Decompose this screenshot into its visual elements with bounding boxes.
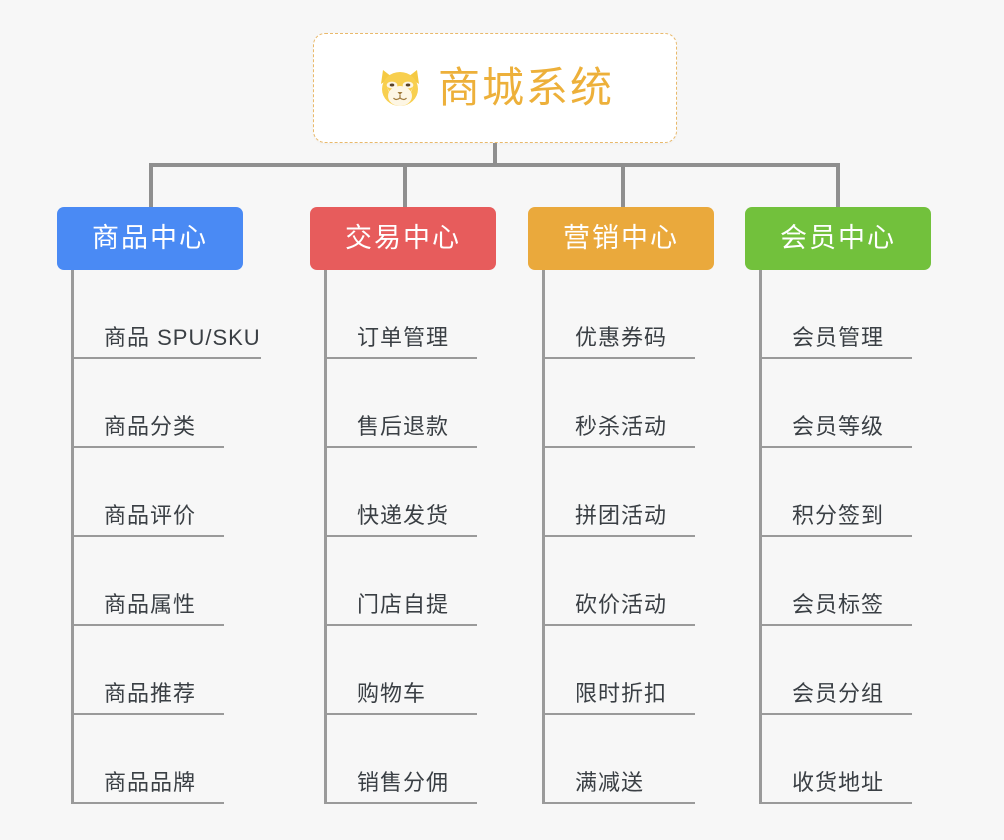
leaf-item[interactable]: 会员标签	[759, 537, 959, 626]
leaf-item[interactable]: 商品属性	[71, 537, 271, 626]
branch-header-label: 交易中心	[345, 223, 461, 253]
branch-spine	[71, 270, 74, 804]
leaf-label: 优惠券码	[542, 327, 695, 359]
leaf-item[interactable]: 收货地址	[759, 715, 959, 804]
leaf-label: 拼团活动	[542, 505, 695, 537]
leaf-label: 砍价活动	[542, 594, 695, 626]
connector-drop-3	[621, 163, 625, 209]
leaf-label: 商品分类	[71, 416, 224, 448]
root-title: 商城系统	[437, 64, 614, 111]
leaf-item[interactable]: 快递发货	[324, 448, 524, 537]
connector-root-stem	[493, 143, 497, 165]
leaf-item[interactable]: 拼团活动	[542, 448, 742, 537]
leaf-item[interactable]: 限时折扣	[542, 626, 742, 715]
branch-header-marketing-center[interactable]: 营销中心	[528, 207, 714, 270]
leaf-item[interactable]: 优惠券码	[542, 270, 742, 359]
branch-header-label: 会员中心	[780, 223, 896, 253]
leaf-label: 门店自提	[324, 594, 477, 626]
leaf-label: 商品评价	[71, 505, 224, 537]
leaf-label: 购物车	[324, 683, 477, 715]
branch-header-label: 营销中心	[563, 223, 679, 253]
branch-spine	[542, 270, 545, 804]
leaf-label: 限时折扣	[542, 683, 695, 715]
leaf-item[interactable]: 订单管理	[324, 270, 524, 359]
branch-header-product-center[interactable]: 商品中心	[57, 207, 243, 270]
leaf-label: 商品 SPU/SKU	[71, 327, 261, 359]
leaf-label: 秒杀活动	[542, 416, 695, 448]
leaf-list-marketing-center: 优惠券码 秒杀活动 拼团活动 砍价活动 限时折扣 满减送	[542, 270, 742, 804]
leaf-list-member-center: 会员管理 会员等级 积分签到 会员标签 会员分组 收货地址	[759, 270, 959, 804]
leaf-label: 商品推荐	[71, 683, 224, 715]
leaf-label: 会员管理	[759, 327, 912, 359]
leaf-label: 满减送	[542, 772, 695, 804]
connector-drop-4	[836, 163, 840, 209]
leaf-item[interactable]: 砍价活动	[542, 537, 742, 626]
leaf-label: 会员分组	[759, 683, 912, 715]
leaf-list-product-center: 商品 SPU/SKU 商品分类 商品评价 商品属性 商品推荐 商品品牌	[71, 270, 271, 804]
leaf-label: 快递发货	[324, 505, 477, 537]
connector-horizontal-bus	[149, 163, 840, 167]
leaf-item[interactable]: 商品评价	[71, 448, 271, 537]
leaf-item[interactable]: 商品推荐	[71, 626, 271, 715]
leaf-item[interactable]: 会员分组	[759, 626, 959, 715]
leaf-label: 会员等级	[759, 416, 912, 448]
leaf-item[interactable]: 销售分佣	[324, 715, 524, 804]
leaf-item[interactable]: 积分签到	[759, 448, 959, 537]
leaf-label: 销售分佣	[324, 772, 477, 804]
leaf-label: 积分签到	[759, 505, 912, 537]
leaf-item[interactable]: 商品 SPU/SKU	[71, 270, 271, 359]
branch-spine	[324, 270, 327, 804]
shiba-dog-icon	[376, 64, 424, 112]
connector-drop-1	[149, 163, 153, 209]
leaf-item[interactable]: 商品分类	[71, 359, 271, 448]
leaf-item[interactable]: 售后退款	[324, 359, 524, 448]
leaf-label: 会员标签	[759, 594, 912, 626]
leaf-label: 售后退款	[324, 416, 477, 448]
leaf-label: 商品品牌	[71, 772, 224, 804]
branch-header-label: 商品中心	[92, 223, 208, 253]
leaf-item[interactable]: 购物车	[324, 626, 524, 715]
leaf-item[interactable]: 会员等级	[759, 359, 959, 448]
leaf-list-trade-center: 订单管理 售后退款 快递发货 门店自提 购物车 销售分佣	[324, 270, 524, 804]
root-node-mall-system[interactable]: 商城系统	[313, 33, 677, 143]
leaf-item[interactable]: 秒杀活动	[542, 359, 742, 448]
leaf-item[interactable]: 会员管理	[759, 270, 959, 359]
leaf-label: 订单管理	[324, 327, 477, 359]
branch-spine	[759, 270, 762, 804]
connector-drop-2	[403, 163, 407, 209]
leaf-item[interactable]: 门店自提	[324, 537, 524, 626]
leaf-item[interactable]: 商品品牌	[71, 715, 271, 804]
branch-header-trade-center[interactable]: 交易中心	[310, 207, 496, 270]
branch-header-member-center[interactable]: 会员中心	[745, 207, 931, 270]
leaf-label: 商品属性	[71, 594, 224, 626]
leaf-label: 收货地址	[759, 772, 912, 804]
leaf-item[interactable]: 满减送	[542, 715, 742, 804]
